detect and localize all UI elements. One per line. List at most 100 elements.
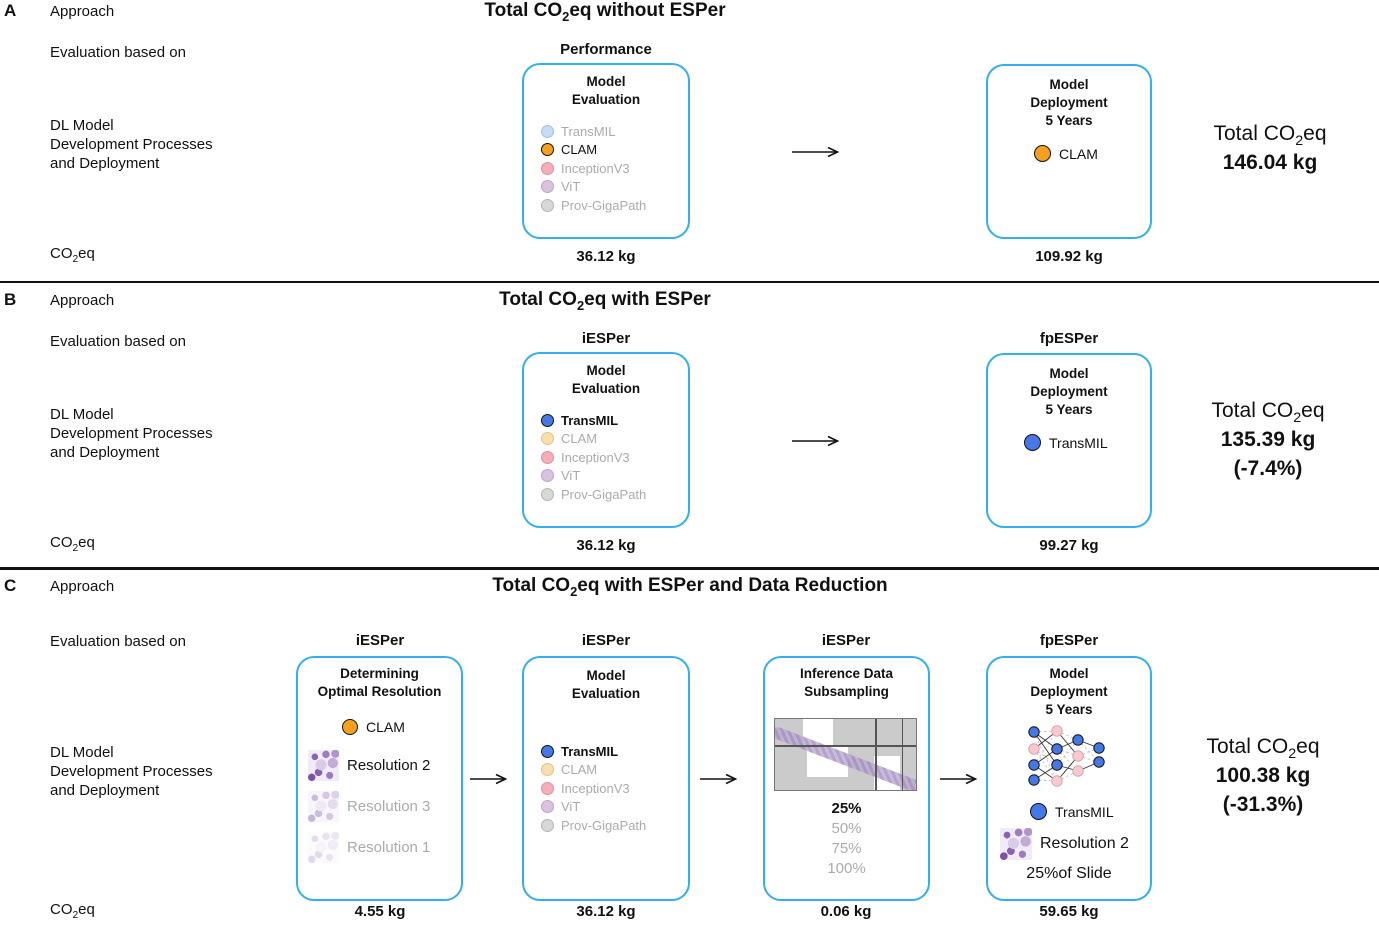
box-title-line1: Model xyxy=(1049,666,1089,681)
box-title-line2: Evaluation xyxy=(571,380,641,396)
total-post: eq xyxy=(1296,735,1320,758)
box-title-line2: Subsampling xyxy=(804,683,889,699)
legend-label: CLAM xyxy=(561,430,598,446)
panel-a-title-sub: 2 xyxy=(562,8,570,24)
vit-dot-icon xyxy=(541,799,554,813)
box-title-line1: Determining xyxy=(340,666,419,681)
dev-label-b-line1: DL Model xyxy=(50,406,114,423)
slide-grid-line xyxy=(901,719,904,790)
arrow-right-icon xyxy=(792,146,840,158)
total-co2-delta-c: (-31.3%) xyxy=(1222,793,1304,816)
percent-option-100: 100% xyxy=(827,860,866,877)
percent-option-25: 25% xyxy=(831,800,862,817)
box-title-line3: 5 Years xyxy=(1045,701,1093,717)
co2-value-deploy-b: 99.27 kg xyxy=(1039,537,1099,554)
percent-option-50: 50% xyxy=(831,820,862,837)
total-co2-label-b: Total CO2eq xyxy=(1211,399,1325,427)
inceptionv3-dot-icon xyxy=(541,450,554,464)
total-sub: 2 xyxy=(1295,133,1304,150)
co2-pre: CO xyxy=(50,245,73,262)
slide-fraction-label: 25%of Slide xyxy=(1026,865,1112,882)
legend-label: CLAM xyxy=(561,141,598,157)
deployed-model-label: TransMIL xyxy=(1055,803,1114,820)
divider-bc xyxy=(0,567,1379,570)
legend-label: InceptionV3 xyxy=(561,780,630,796)
legend-item-transmil: TransMIL xyxy=(541,743,618,759)
divider-ab xyxy=(0,281,1379,283)
co2-row-label-b: CO2eq xyxy=(50,534,95,554)
co2-pre: CO xyxy=(50,534,73,551)
legend-label: ViT xyxy=(561,178,581,194)
box-title-line3: 5 Years xyxy=(1045,401,1093,417)
total-co2-label-c: Total CO2eq xyxy=(1206,735,1320,761)
eval-header-b: iESPer xyxy=(581,330,631,347)
co2-value-eval-b: 36.12 kg xyxy=(576,537,636,554)
legend-label: ViT xyxy=(561,467,581,483)
resolution-item-3: Resolution 3 xyxy=(308,791,430,822)
panel-a-title-pre: Total CO xyxy=(484,0,563,21)
model-deployment-box-c: Model Deployment 5 Years xyxy=(986,656,1152,901)
clam-dot-icon xyxy=(541,142,554,156)
transmil-dot-icon xyxy=(541,413,554,427)
legend-label: TransMIL xyxy=(561,123,616,139)
approach-label-c: Approach xyxy=(50,578,115,595)
legend-item-inceptionv3: InceptionV3 xyxy=(541,780,630,796)
total-pre: Total CO xyxy=(1206,735,1289,758)
approach-label-a: Approach xyxy=(50,3,115,20)
box-title-line1: Model xyxy=(1049,77,1089,92)
legend-item-vit: ViT xyxy=(541,178,580,194)
resolution-label: Resolution 3 xyxy=(347,798,431,815)
evaluation-label-b: Evaluation based on xyxy=(50,333,186,350)
header-fpesper: fpESPer xyxy=(1039,632,1099,649)
box-title-line1: Model xyxy=(586,363,626,378)
panel-b-letter: B xyxy=(4,290,17,309)
box-title-line2: Deployment xyxy=(1030,683,1108,699)
model-evaluation-box-b: Model Evaluation TransMIL CLAM Inception… xyxy=(522,352,690,528)
total-co2-delta-b: (-7.4%) xyxy=(1233,457,1303,480)
slide-grid-line xyxy=(775,745,916,747)
panel-c-title: Total CO2eq with ESPer and Data Reductio… xyxy=(492,575,888,599)
arrow-right-icon xyxy=(700,773,738,785)
box-title: Model Evaluation xyxy=(524,362,688,398)
panel-b-title: Total CO2eq with ESPer xyxy=(499,289,711,312)
box-title: Model Evaluation xyxy=(524,73,688,109)
provgigapath-dot-icon xyxy=(541,818,554,832)
legend-label: ViT xyxy=(561,798,581,814)
header-iesper-2: iESPer xyxy=(581,632,631,649)
dev-label-c: DL Model Development Processes and Deplo… xyxy=(50,743,213,800)
box-title: Model Deployment 5 Years xyxy=(988,665,1150,718)
resolution-label: Resolution 2 xyxy=(1040,835,1129,852)
resolution-label: Resolution 1 xyxy=(347,839,431,856)
box-title-line1: Inference Data xyxy=(799,666,894,681)
legend-label: TransMIL xyxy=(561,743,619,759)
panel-c-title-sub: 2 xyxy=(570,583,578,599)
box-title: Model Deployment 5 Years xyxy=(988,76,1150,129)
panel-c-title-pre: Total CO xyxy=(492,575,571,596)
transmil-dot-icon xyxy=(541,124,554,138)
panel-a-title: Total CO2eq without ESPer xyxy=(484,0,725,24)
percent-option-75: 75% xyxy=(831,840,862,857)
total-pre: Total CO xyxy=(1211,399,1294,422)
optimal-resolution-box: Determining Optimal Resolution CLAM Reso… xyxy=(296,656,463,901)
box-title-line2: Evaluation xyxy=(571,685,641,701)
dev-label-c-line3: and Deployment xyxy=(50,782,160,799)
legend-item-provgigapath: Prov-GigaPath xyxy=(541,197,646,213)
slide-grid-line xyxy=(875,719,877,790)
model-deployment-box-b: Model Deployment 5 Years TransMIL xyxy=(986,353,1152,528)
legend-label: Prov-GigaPath xyxy=(561,486,647,502)
clam-dot-icon xyxy=(342,719,358,735)
approach-label-b: Approach xyxy=(50,292,115,309)
inceptionv3-dot-icon xyxy=(541,161,554,175)
total-sub: 2 xyxy=(1293,410,1302,427)
slide-subsampling-icon xyxy=(774,718,917,791)
co2-post: eq xyxy=(78,901,95,918)
panel-c-title-post: eq with ESPer and Data Reduction xyxy=(577,575,888,596)
legend-item-clam: CLAM xyxy=(541,761,597,777)
model-evaluation-box-c: Model Evaluation TransMIL CLAM Inception… xyxy=(522,656,690,901)
transmil-dot-icon xyxy=(1024,434,1041,451)
total-post: eq xyxy=(1301,399,1325,422)
deployed-model-item: CLAM xyxy=(1034,145,1098,162)
co2-row-label-a: CO2eq xyxy=(50,245,95,265)
deployed-model-label: CLAM xyxy=(1059,145,1098,162)
evaluation-label-a: Evaluation based on xyxy=(50,44,186,61)
